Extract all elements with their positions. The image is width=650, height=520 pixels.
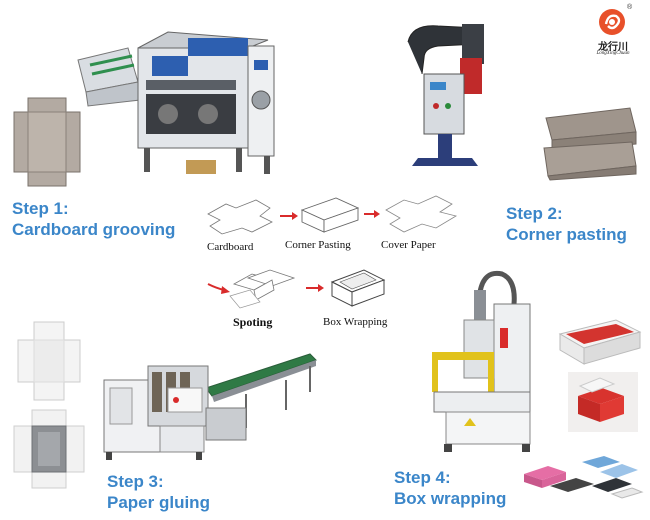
process-diagram (207, 195, 458, 309)
logo-latin-name: LongXingChuan (596, 51, 630, 56)
step-3-number: Step 3: (107, 472, 164, 491)
grooved-cardboard-blank-image (13, 97, 81, 187)
open-tray-sketch (300, 197, 360, 233)
step-2-title: Step 2: Corner pasting (506, 203, 627, 245)
flat-cardboard-sketch (207, 199, 273, 235)
process-arrow-2 (364, 210, 380, 218)
process-label-corner-pasting: Corner Pasting (285, 239, 351, 251)
process-label-cardboard: Cardboard (207, 241, 254, 253)
process-arrow-4 (306, 284, 324, 292)
logo-registered-mark: ® (627, 4, 633, 11)
glued-tray-image (13, 409, 85, 489)
step-2-number: Step 2: (506, 204, 563, 223)
red-open-box-image (568, 372, 638, 432)
step-4-number: Step 4: (394, 468, 451, 487)
step-2-label: Corner pasting (506, 225, 627, 244)
wrapped-box-sketch (330, 269, 386, 307)
process-label-cover-paper: Cover Paper (381, 239, 436, 251)
corner-pasted-box-image (543, 107, 637, 181)
box-wrapping-machine-image (432, 270, 531, 452)
paper-gluing-machine-image (103, 353, 317, 460)
paper-blank-image (17, 321, 81, 401)
process-label-box-wrapping: Box Wrapping (323, 316, 388, 328)
step-4-label: Box wrapping (394, 489, 507, 508)
finished-boxes-image (524, 456, 644, 499)
process-arrow-3 (207, 283, 230, 294)
logo-chinese-name: 龙行川 (598, 42, 628, 53)
red-lined-box-image (558, 319, 642, 365)
corner-pasting-machine-image (407, 24, 484, 166)
spotting-sketch (229, 269, 296, 309)
logo-swirl-icon (599, 9, 625, 35)
step-3-label: Paper gluing (107, 493, 210, 512)
step-1-label: Cardboard grooving (12, 220, 176, 239)
step-1-number: Step 1: (12, 199, 69, 218)
step-3-title: Step 3: Paper gluing (107, 471, 210, 513)
process-label-spoting: Spoting (233, 315, 273, 329)
process-arrow-1 (280, 212, 298, 220)
grooving-machine-image (77, 31, 275, 174)
cover-paper-sketch (385, 195, 458, 233)
step-1-title: Step 1: Cardboard grooving (12, 198, 175, 240)
step-4-title: Step 4: Box wrapping (394, 467, 506, 509)
